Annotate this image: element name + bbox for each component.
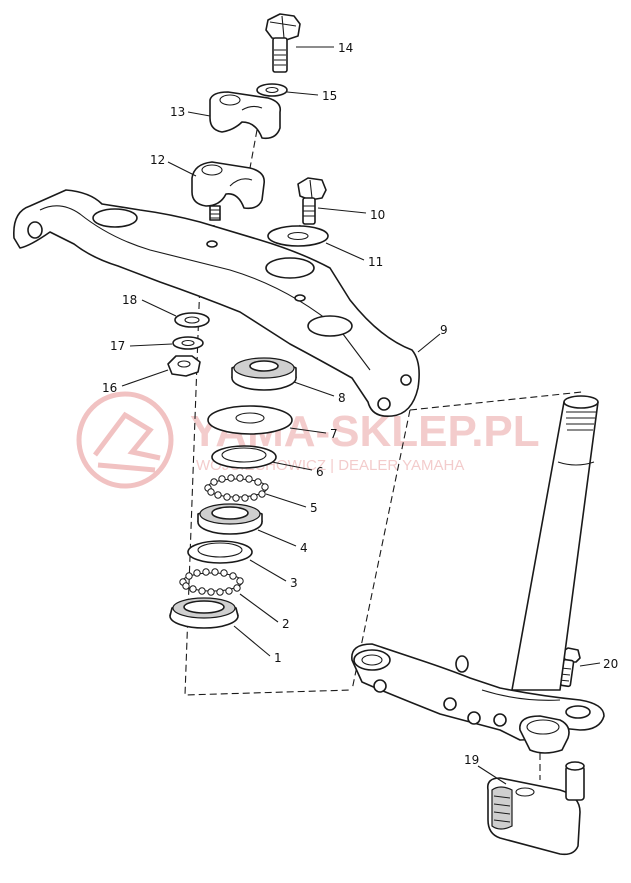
callout-labels: 14 15 13 12 10 11 9 18 17 16 8 7 6 5 4 3… xyxy=(102,41,618,767)
leader-10 xyxy=(317,207,367,214)
leader-19 xyxy=(477,765,507,785)
watermark: YAMA-SKLEP.PL WOJCIECHOWICZ | DEALER YAM… xyxy=(76,391,540,489)
steering-stem-under-bracket xyxy=(351,395,605,754)
callout-15: 15 xyxy=(322,89,337,103)
leader-11 xyxy=(325,242,365,261)
part-4-ball-race xyxy=(197,503,263,535)
callout-6: 6 xyxy=(316,465,324,479)
part-2-ball-bearings xyxy=(179,568,244,596)
callout-17: 17 xyxy=(110,339,125,353)
callout-11: 11 xyxy=(368,255,383,269)
callout-10: 10 xyxy=(370,208,385,222)
part-5-ball-bearings xyxy=(204,474,269,502)
part-13-upper-holder xyxy=(209,91,282,140)
part-1-lower-ball-race xyxy=(169,597,239,629)
callout-13: 13 xyxy=(170,105,185,119)
leader-8 xyxy=(293,381,335,397)
leader-4 xyxy=(257,529,297,547)
callout-4: 4 xyxy=(300,541,308,555)
callout-12: 12 xyxy=(150,153,165,167)
callout-18: 18 xyxy=(122,293,137,307)
part-7-race-cover xyxy=(207,405,293,435)
part-11-washer xyxy=(267,225,329,247)
callout-16: 16 xyxy=(102,381,117,395)
leader-2 xyxy=(239,593,279,623)
part-2-balls xyxy=(179,568,244,596)
part-12-lower-holder xyxy=(191,161,266,221)
leader-17 xyxy=(129,343,173,347)
leader-16 xyxy=(121,369,169,387)
callout-9: 9 xyxy=(440,323,448,337)
callout-7: 7 xyxy=(330,427,338,441)
part-3-lower-race xyxy=(187,540,253,564)
part-6-upper-race xyxy=(211,445,277,469)
callout-20: 20 xyxy=(603,657,618,671)
leader-9 xyxy=(417,333,441,353)
callout-2: 2 xyxy=(282,617,290,631)
leader-20 xyxy=(579,662,601,667)
callout-8: 8 xyxy=(338,391,346,405)
leader-7 xyxy=(289,427,327,434)
leader-6 xyxy=(271,461,313,471)
callout-1: 1 xyxy=(274,651,282,665)
part-9-upper-bracket xyxy=(13,189,420,418)
callout-14: 14 xyxy=(338,41,353,55)
leader-18 xyxy=(141,299,177,317)
leader-12 xyxy=(167,161,197,177)
part-8-seal xyxy=(231,357,297,391)
leader-3 xyxy=(249,559,287,582)
callout-3: 3 xyxy=(290,576,298,590)
part-5-balls xyxy=(204,474,269,502)
part-19-fork-clamp xyxy=(486,761,585,856)
part-15-washer xyxy=(256,83,288,97)
part-17-lock-washer xyxy=(172,336,204,350)
watermark-logo-icon xyxy=(76,391,174,489)
callout-5: 5 xyxy=(310,501,318,515)
callout-19: 19 xyxy=(464,753,479,767)
part-18-washer xyxy=(174,312,210,328)
leader-1 xyxy=(233,625,271,657)
part-10-bolt xyxy=(297,177,327,225)
part-14-bolt xyxy=(265,13,301,73)
leader-5 xyxy=(265,493,307,508)
leader-15 xyxy=(286,91,319,96)
leader-lines xyxy=(121,46,601,785)
leader-13 xyxy=(187,111,211,117)
part-16-nut xyxy=(167,355,201,377)
